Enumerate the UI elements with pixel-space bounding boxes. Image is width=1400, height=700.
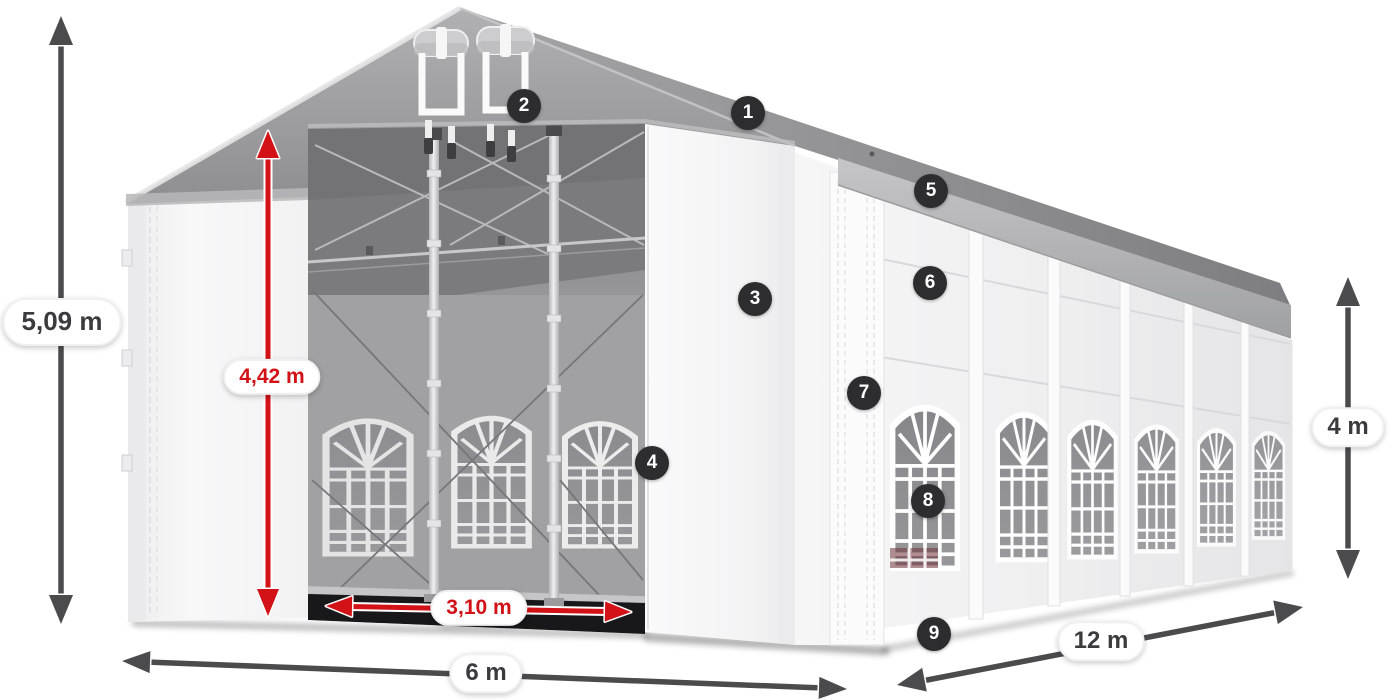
side-wall-seam-upper <box>837 249 1292 345</box>
vent-strap-buckles <box>424 120 516 162</box>
dimension-label-front-width: 6 m <box>449 653 523 693</box>
front-wall-right-panel <box>644 122 795 645</box>
dimension-label-total-height: 5,09 m <box>2 298 122 346</box>
callout-badge-6[interactable]: 6 <box>913 266 947 300</box>
gable-vents <box>413 24 535 162</box>
callout-badge-9[interactable]: 9 <box>917 617 951 651</box>
callout-badge-4[interactable]: 4 <box>635 446 669 480</box>
callout-badge-8[interactable]: 8 <box>911 484 945 518</box>
roof-vent-right <box>476 24 535 114</box>
callout-badge-3[interactable]: 3 <box>738 282 772 316</box>
side-wall-seam-lower <box>837 349 1292 425</box>
dimension-label-inner-height: 4,42 m <box>223 358 321 396</box>
dimension-label-side-wall-height: 4 m <box>1311 407 1385 447</box>
ground-shadow <box>131 570 1294 656</box>
side-window <box>1251 429 1286 541</box>
side-window <box>994 410 1054 564</box>
roof-side-slope <box>460 8 1291 307</box>
callout-badge-2[interactable]: 2 <box>507 89 541 123</box>
interior-cables <box>311 289 644 599</box>
side-wall-poles <box>968 221 1250 620</box>
entrance-center-poles <box>424 124 564 606</box>
callout-badge-7[interactable]: 7 <box>847 376 881 410</box>
side-window <box>1133 422 1180 555</box>
roof-eave-trim <box>838 158 1291 338</box>
side-window <box>1066 418 1119 561</box>
interior-window <box>451 416 532 549</box>
entrance-opening-interior <box>308 121 645 634</box>
side-window <box>1196 426 1237 548</box>
interior-window <box>322 418 413 556</box>
callout-badge-5[interactable]: 5 <box>914 174 948 208</box>
roof-vent-left <box>413 27 469 116</box>
dimension-label-side-length: 12 m <box>1057 621 1145 661</box>
callout-badge-1[interactable]: 1 <box>731 96 765 130</box>
front-wall-left-panel <box>121 195 308 622</box>
dimension-label-entrance-width: 3,10 m <box>430 589 528 627</box>
